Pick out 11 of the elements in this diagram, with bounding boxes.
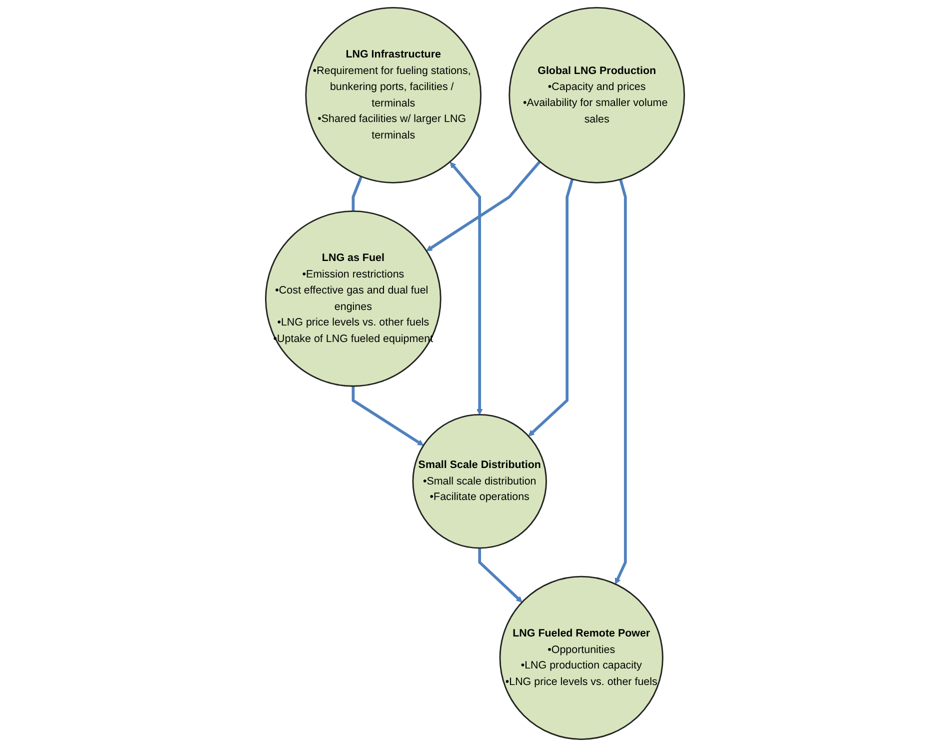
connector [352, 176, 363, 212]
arrow [478, 548, 522, 603]
node-circle: Global LNG Production •Capacity and prices •Availability for smaller volume sales [508, 7, 685, 184]
arrow [450, 162, 483, 415]
arrow [614, 179, 627, 584]
arrow [426, 160, 541, 252]
arrow [352, 386, 424, 446]
node-circle: LNG Fueled Remote Power •Opportunities •LNG production capacity •LNG price levels vs. other fuels [499, 576, 664, 740]
node-circle: Small Scale Distribution •Small scale distribution •Facilitate operations [412, 414, 547, 549]
node-circle: LNG Infrastructure •Requirement for fueling stations, bunkering ports, facilities / terminals •Shared facilities w/ larger LNG terminals [305, 7, 482, 184]
arrow [528, 178, 574, 436]
